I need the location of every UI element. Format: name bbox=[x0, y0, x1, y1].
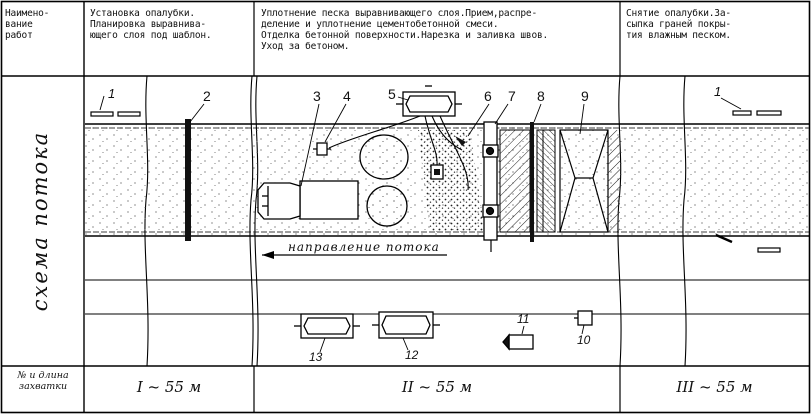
sand-pile-bottom bbox=[366, 185, 408, 227]
formwork-piece-right bbox=[732, 110, 752, 116]
concrete-slab-1 bbox=[499, 129, 531, 233]
template-bar bbox=[185, 119, 191, 241]
concrete-mix bbox=[418, 130, 485, 232]
column-label-header: Наимено- вание работ bbox=[5, 8, 50, 41]
marker-4: 4 bbox=[343, 88, 351, 104]
dump-truck bbox=[257, 180, 359, 220]
marker-12: 12 bbox=[405, 348, 419, 362]
marker-6: 6 bbox=[484, 88, 492, 104]
marker-1-right: 1 bbox=[714, 84, 722, 99]
marker-1-left: 1 bbox=[108, 86, 116, 101]
side-label: схема потока bbox=[28, 130, 52, 312]
bottom-row-label: № и длина захватки bbox=[17, 370, 69, 392]
marker-11: 11 bbox=[517, 312, 530, 326]
machine-13 bbox=[294, 313, 360, 339]
machine-12 bbox=[372, 311, 440, 339]
marker-8: 8 bbox=[537, 88, 545, 104]
marker-2: 2 bbox=[203, 88, 211, 104]
joint-cutter bbox=[530, 122, 534, 242]
vibrator bbox=[316, 142, 328, 156]
finishing-machine bbox=[482, 121, 499, 241]
stage-2-header: Уплотнение песка выравнивающего слоя.При… bbox=[261, 8, 549, 52]
marker-3: 3 bbox=[313, 88, 321, 104]
stage-3-header: Снятие опалубки.За- сыпка граней покры- … bbox=[626, 8, 731, 41]
length-stage-3: III ~ 55 м bbox=[676, 378, 753, 396]
marker-10: 10 bbox=[577, 333, 591, 347]
length-stage-1: I ~ 55 м bbox=[136, 378, 202, 396]
sand-pile-top bbox=[359, 134, 409, 180]
direction-label: направление потока bbox=[288, 240, 440, 254]
machine-11 bbox=[502, 333, 534, 351]
marker-7: 7 bbox=[508, 88, 516, 104]
marker-13: 13 bbox=[309, 350, 323, 364]
formwork-piece-left bbox=[90, 111, 114, 117]
stage-1-header: Установка опалубки. Планировка выравнива… bbox=[90, 8, 212, 41]
machine-10 bbox=[574, 310, 593, 326]
length-stage-2: II ~ 55 м bbox=[401, 378, 473, 396]
marker-9: 9 bbox=[581, 88, 589, 104]
marker-5: 5 bbox=[388, 86, 396, 102]
power-generator bbox=[396, 85, 462, 117]
